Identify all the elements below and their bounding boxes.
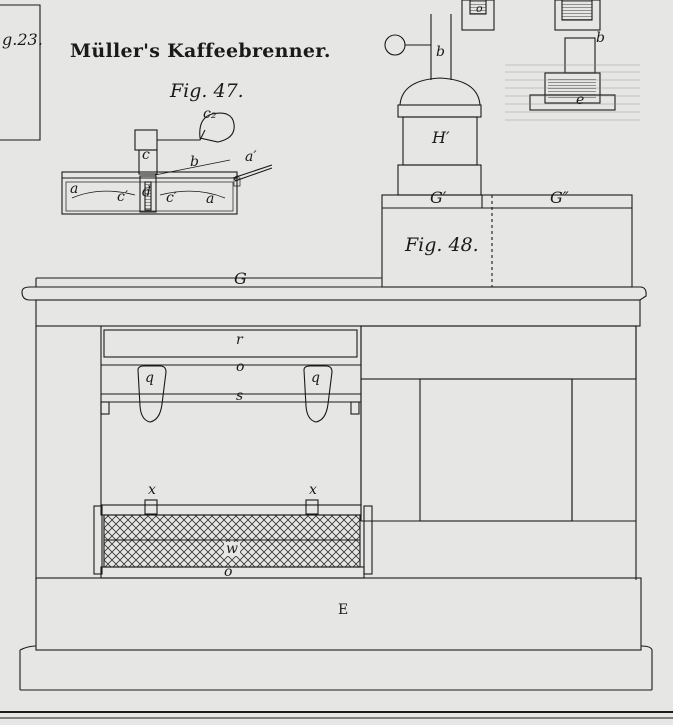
label-c1-right: c′ — [166, 190, 178, 206]
label-s: s — [236, 388, 244, 404]
label-h-prime: H′ — [432, 128, 450, 147]
label-b-fig47: b — [190, 154, 199, 170]
label-e-base: E — [338, 602, 349, 618]
fig47-roaster — [61, 112, 273, 215]
label-o-bottom: o — [224, 564, 233, 580]
label-x-right: x — [309, 482, 317, 498]
fig48-cabinet — [35, 325, 637, 580]
label-d: d — [142, 184, 151, 200]
label-q-right: q — [311, 370, 320, 386]
label-c1-left: c′ — [117, 189, 129, 205]
label-r: r — [236, 332, 243, 348]
label-b-pipe: b — [436, 44, 445, 60]
previous-figure-frame — [0, 4, 41, 141]
label-c: c — [142, 147, 150, 163]
fig48-base — [0, 577, 673, 719]
plate-title: Müller's Kaffeebrenner. — [70, 40, 331, 62]
label-q-left: q — [145, 370, 154, 386]
label-a-right: a — [206, 191, 215, 207]
fig48-table-top — [21, 277, 647, 327]
label-g-table: G — [234, 269, 247, 288]
fig48-boiler — [384, 14, 482, 196]
label-x-left: x — [148, 482, 156, 498]
label-g-double-prime: G″ — [550, 188, 569, 207]
fig47-caption: Fig. 47. — [170, 80, 244, 102]
label-b-inset: b — [596, 30, 605, 46]
label-a-prime: a′ — [245, 149, 257, 165]
label-w: w — [224, 541, 240, 557]
label-o-top: o — [236, 359, 245, 375]
label-e-inset: e — [576, 92, 585, 108]
label-c-small: c — [234, 173, 240, 184]
label-o-inset: o — [476, 2, 483, 15]
fig48-caption: Fig. 48. — [405, 234, 479, 256]
label-g-prime: G′ — [430, 188, 447, 207]
fig48-top-pipe-inset — [461, 0, 640, 121]
label-c2: c₂ — [203, 106, 217, 122]
fig48-drawer — [93, 499, 373, 579]
previous-figure-number: g.23. — [2, 30, 43, 49]
label-a-left: a — [70, 181, 79, 197]
